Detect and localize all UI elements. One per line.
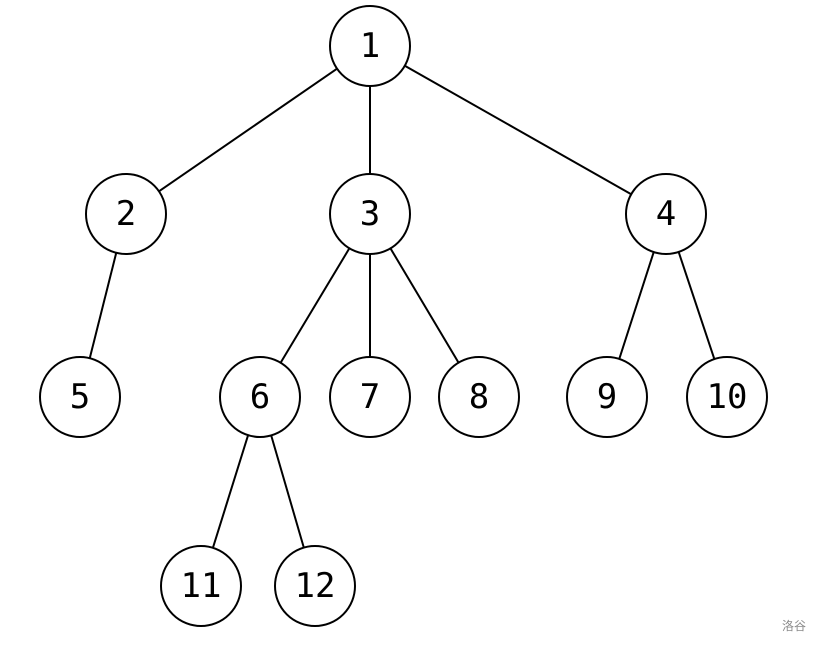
tree-node-11: 11 (160, 545, 242, 627)
node-label: 11 (181, 566, 222, 606)
tree-node-7: 7 (329, 356, 411, 438)
tree-node-12: 12 (274, 545, 356, 627)
tree-node-1: 1 (329, 5, 411, 87)
node-label: 8 (469, 377, 489, 417)
tree-node-8: 8 (438, 356, 520, 438)
node-circle (686, 356, 768, 438)
tree-node-10: 10 (686, 356, 768, 438)
node-circle (329, 173, 411, 255)
edge-6-11 (211, 434, 250, 549)
tree-node-2: 2 (85, 173, 167, 255)
edge-3-8 (389, 247, 460, 364)
node-circle (219, 356, 301, 438)
node-label: 5 (70, 377, 90, 417)
node-circle (329, 5, 411, 87)
node-label: 1 (360, 26, 380, 66)
edge-1-2 (158, 67, 338, 193)
node-label: 12 (295, 566, 336, 606)
node-circle (438, 356, 520, 438)
node-label: 9 (597, 377, 617, 417)
edge-3-6 (279, 247, 351, 364)
node-circle (329, 356, 411, 438)
edge-4-9 (618, 251, 655, 360)
node-circle (566, 356, 648, 438)
node-circle (85, 173, 167, 255)
tree-node-5: 5 (39, 356, 121, 438)
edge-4-10 (677, 251, 716, 360)
tree-node-3: 3 (329, 173, 411, 255)
edge-2-5 (88, 252, 118, 359)
node-circle (625, 173, 707, 255)
node-label: 4 (656, 194, 676, 234)
node-label: 10 (707, 377, 748, 417)
tree-node-6: 6 (219, 356, 301, 438)
node-label: 3 (360, 194, 380, 234)
node-label: 2 (116, 194, 136, 234)
tree-node-4: 4 (625, 173, 707, 255)
watermark-text: 洛谷 (781, 619, 806, 633)
node-circle (274, 545, 356, 627)
node-label: 7 (360, 377, 380, 417)
node-circle (160, 545, 242, 627)
node-circle (39, 356, 121, 438)
node-label: 6 (250, 377, 270, 417)
edge-1-4 (404, 64, 632, 196)
tree-node-9: 9 (566, 356, 648, 438)
tree-edges (88, 64, 716, 549)
edge-6-12 (270, 435, 305, 548)
